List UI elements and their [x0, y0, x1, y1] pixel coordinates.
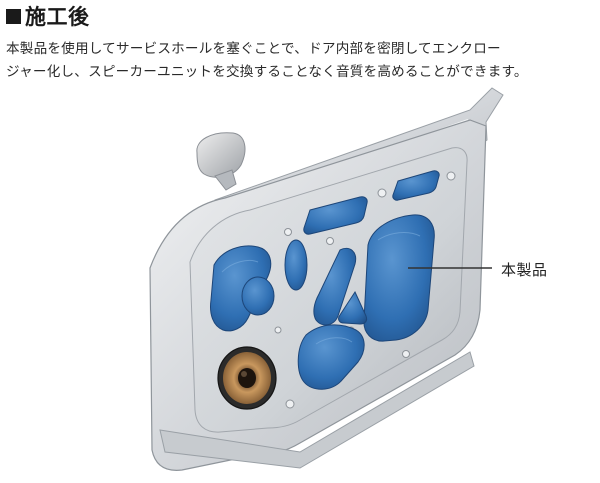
pad-narrow-oval [284, 239, 308, 291]
pad-left-cluster [210, 245, 272, 332]
pad-highlights [221, 232, 421, 345]
section-title: 施工後 [25, 5, 90, 29]
pad-triangle [338, 290, 368, 325]
pad-top-left [303, 196, 368, 235]
pad-top-right [392, 170, 440, 201]
callout-label: 本製品 [501, 261, 548, 279]
description-line-2: ジャー化し、スピーカーユニットを交換することなく音質を高めることができます。 [6, 64, 528, 80]
square-bullet-icon [6, 8, 21, 24]
pad-small-round [241, 276, 275, 316]
description-line-1: 本製品を使用してサービスホールを塞ぐことで、ドア内部を密閉してエンクロー [6, 41, 501, 57]
pad-large-right [363, 214, 435, 342]
car-door-illustration [149, 87, 504, 471]
pad-diagonal [313, 247, 357, 326]
side-mirror-icon [196, 132, 246, 191]
description: 本製品を使用してサービスホールを塞ぐことで、ドア内部を密閉してエンクロー ジャー… [6, 38, 596, 84]
section-heading: 施工後 [6, 2, 90, 30]
speaker-icon [217, 346, 277, 410]
product-pads [210, 170, 440, 390]
pad-bottom [297, 324, 365, 390]
